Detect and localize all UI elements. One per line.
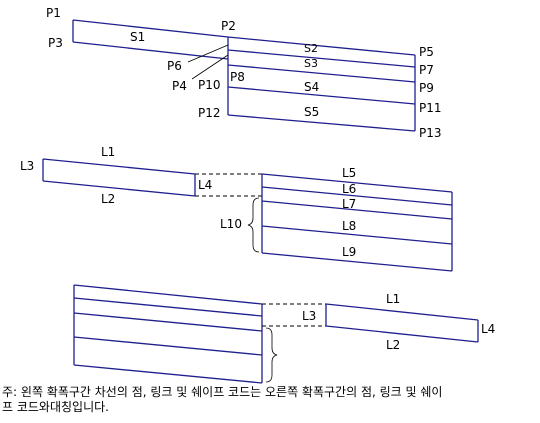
label-p13: P13 — [419, 126, 442, 140]
label-p6: P6 — [167, 59, 182, 73]
label-p9: P9 — [419, 81, 434, 95]
boundary-p8-p9 — [227, 64, 416, 83]
boundary-p2-p5 — [227, 36, 416, 56]
lane-line-l9 — [261, 252, 453, 272]
lane-line-l6 — [261, 186, 453, 206]
label-p2: P2 — [221, 19, 236, 33]
diagram-1-points-segments: P1 P3 S1 P2 P6 P4 P10 P8 P12 S2 S3 S4 S5… — [46, 6, 442, 140]
label-p7: P7 — [419, 63, 434, 77]
lane-line-3 — [73, 312, 263, 332]
label-l2: L2 — [386, 338, 400, 352]
label-p3: P3 — [48, 36, 63, 50]
lane-line-2 — [73, 297, 263, 317]
leader-p4 — [191, 54, 229, 80]
single-lane-outline — [325, 303, 479, 343]
label-s4: S4 — [304, 80, 319, 94]
label-s5: S5 — [304, 105, 319, 119]
lane-line-l8 — [261, 225, 453, 245]
brace-lanes — [265, 327, 278, 383]
single-lane-outline — [42, 158, 196, 197]
label-l10: L10 — [220, 217, 242, 231]
boundary-p10-p11 — [227, 86, 416, 105]
transition-box-l3 — [262, 303, 326, 327]
label-p11: P11 — [419, 101, 442, 115]
boundary-p4-p7 — [227, 49, 416, 68]
label-l1: L1 — [101, 145, 115, 159]
label-s1: S1 — [130, 30, 145, 44]
label-l4: L4 — [198, 178, 212, 192]
label-l2: L2 — [101, 192, 115, 206]
label-l5: L5 — [342, 166, 356, 180]
label-p4: P4 — [172, 79, 187, 93]
footnote-line-2: 프 코드와대칭입니다. — [2, 400, 109, 414]
label-p10: P10 — [198, 78, 221, 92]
diagram-3-links: L1 L3 L4 L2 — [73, 284, 495, 384]
lane-line-5 — [73, 364, 263, 384]
footnote-line-1: 주: 왼쪽 확폭구간 차선의 점, 링크 및 쉐이프 코드는 오른쪽 확폭구간의… — [2, 385, 443, 399]
label-l7: L7 — [342, 197, 356, 211]
label-s2: S2 — [304, 42, 318, 55]
label-p1: P1 — [46, 6, 61, 20]
lane-line-l7 — [261, 200, 453, 220]
label-p12: P12 — [198, 106, 221, 120]
label-l8: L8 — [342, 219, 356, 233]
leader-p6 — [187, 44, 229, 63]
label-s3: S3 — [304, 57, 318, 70]
boundary-p12-p13 — [227, 114, 416, 132]
diagram-2-links: L1 L3 L2 L4 L5 L6 L7 L10 L8 L9 — [20, 145, 453, 272]
lane-line-l5 — [261, 173, 453, 193]
label-l6: L6 — [342, 182, 356, 196]
label-p8: P8 — [230, 70, 245, 84]
label-p5: P5 — [419, 45, 434, 59]
lane-line-1 — [73, 284, 263, 305]
segment-s1-outline — [72, 19, 229, 60]
lane-line-4 — [73, 336, 263, 356]
footnote: 주: 왼쪽 확폭구간 차선의 점, 링크 및 쉐이프 코드는 오른쪽 확폭구간의… — [2, 385, 522, 415]
label-l3: L3 — [302, 309, 316, 323]
label-l3: L3 — [20, 159, 34, 173]
label-l1: L1 — [386, 292, 400, 306]
brace-l10 — [247, 197, 260, 253]
label-l4: L4 — [481, 322, 495, 336]
label-l9: L9 — [342, 245, 356, 259]
